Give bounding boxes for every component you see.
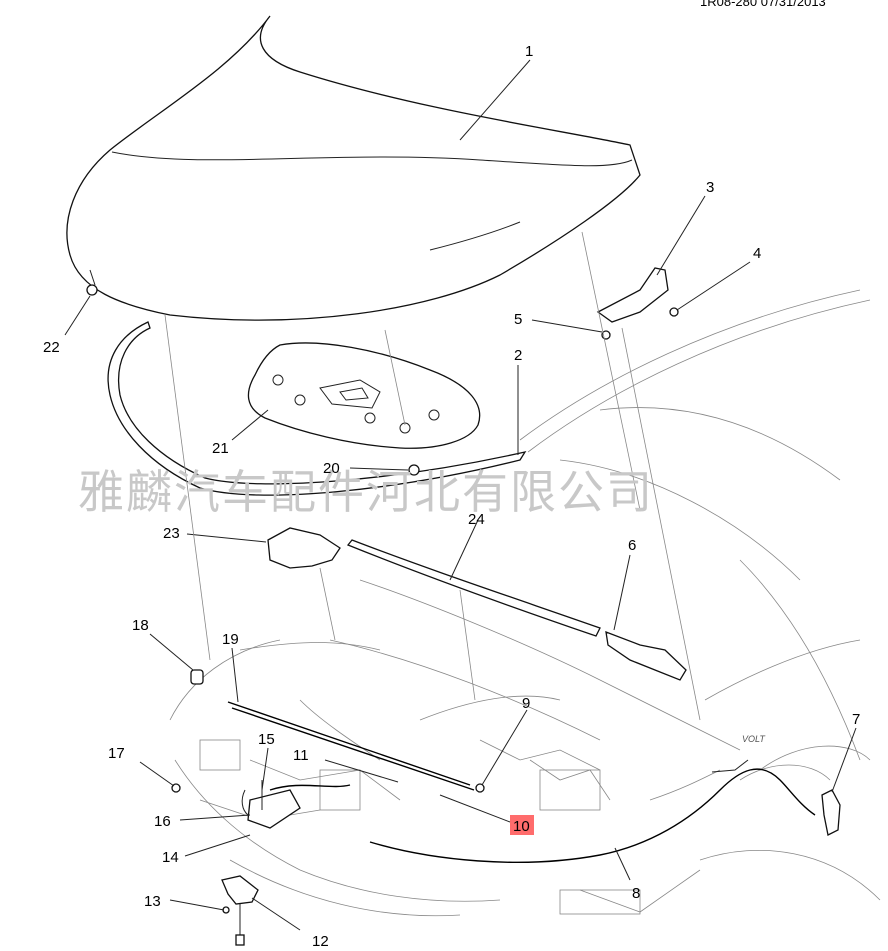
hood-latch-bracket bbox=[267, 527, 341, 569]
callout-19: 19 bbox=[222, 631, 239, 648]
callout-17: 17 bbox=[108, 745, 125, 762]
hood-bumper-22 bbox=[86, 284, 98, 296]
diagram-code: 1R08-280 07/31/2013 bbox=[700, 0, 826, 9]
watermark-text: 雅麟汽车配件河北有限公司 bbox=[78, 465, 654, 519]
release-handle bbox=[821, 789, 841, 836]
hood-panel bbox=[66, 15, 641, 321]
callout-2: 2 bbox=[514, 347, 522, 364]
callout-5: 5 bbox=[514, 311, 522, 328]
callout-14: 14 bbox=[162, 849, 179, 866]
hood-bumper-18 bbox=[190, 669, 204, 685]
secondary-latch bbox=[221, 875, 259, 946]
callout-20: 20 bbox=[323, 460, 340, 477]
hinge-bolt-4 bbox=[669, 307, 679, 317]
callout-21: 21 bbox=[212, 440, 229, 457]
retainer-20 bbox=[408, 464, 420, 476]
callout-13: 13 bbox=[144, 893, 161, 910]
hood-hinge-left bbox=[596, 267, 679, 340]
callout-24: 24 bbox=[468, 511, 485, 528]
callout-7: 7 bbox=[852, 711, 860, 728]
callout-22: 22 bbox=[43, 339, 60, 356]
hood-release-cable bbox=[369, 768, 816, 863]
callout-6: 6 bbox=[628, 537, 636, 554]
callout-9: 9 bbox=[522, 695, 530, 712]
callout-10-highlight bbox=[510, 815, 534, 835]
callout-23: 23 bbox=[163, 525, 180, 542]
hood-prop-rod bbox=[227, 701, 471, 786]
callout-12: 12 bbox=[312, 933, 329, 950]
vehicle-body-outline bbox=[169, 289, 881, 917]
vehicle-badge-text: VOLT bbox=[742, 734, 766, 744]
hood-hinge-right bbox=[605, 630, 687, 681]
hood-seal-strip bbox=[107, 321, 527, 496]
callout-15: 15 bbox=[258, 731, 275, 748]
hood-latch-assembly bbox=[241, 780, 351, 829]
cowl-seal bbox=[346, 539, 601, 637]
callout-16: 16 bbox=[154, 813, 171, 830]
callout-3: 3 bbox=[706, 179, 714, 196]
callout-4: 4 bbox=[753, 245, 761, 262]
callout-18: 18 bbox=[132, 617, 149, 634]
leader-lines bbox=[64, 59, 857, 931]
callout-10: 10 bbox=[513, 818, 530, 835]
callout-11: 11 bbox=[293, 747, 309, 764]
callout-8: 8 bbox=[632, 885, 640, 902]
hood-insulator-pad bbox=[247, 342, 481, 449]
callout-1: 1 bbox=[525, 43, 533, 60]
